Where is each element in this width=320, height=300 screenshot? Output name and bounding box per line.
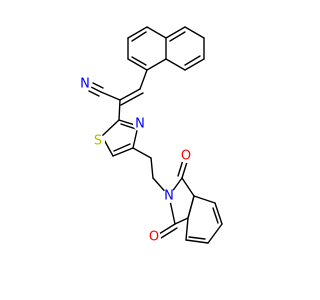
thiazole-n-text: N xyxy=(135,117,145,132)
carbonyl-o-top-text: O xyxy=(181,149,191,164)
molecule-structure: N S N N O O xyxy=(78,26,223,245)
naphthalene-ring-a xyxy=(165,26,205,71)
carbonyl-o-bottom-text: O xyxy=(149,230,159,245)
atom-label-nitrile-n: N xyxy=(78,77,92,92)
vinyl-linker xyxy=(119,69,148,106)
nitrile-group xyxy=(88,82,121,101)
nitrile-n-text: N xyxy=(80,77,90,92)
naphthalene-ring-b xyxy=(127,26,167,71)
imide-n-text: N xyxy=(164,189,174,204)
atom-label-thiazole-n: N xyxy=(133,117,147,132)
carbonyl-bonds xyxy=(158,159,188,239)
thiazole-s-text: S xyxy=(94,134,102,149)
atom-label-carbonyl-o-bottom: O xyxy=(147,230,161,245)
atom-label-carbonyl-o-top: O xyxy=(179,149,193,164)
benzo-ring xyxy=(185,195,223,244)
atom-label-imide-n: N xyxy=(162,189,176,204)
atom-label-thiazole-s: S xyxy=(91,134,105,149)
